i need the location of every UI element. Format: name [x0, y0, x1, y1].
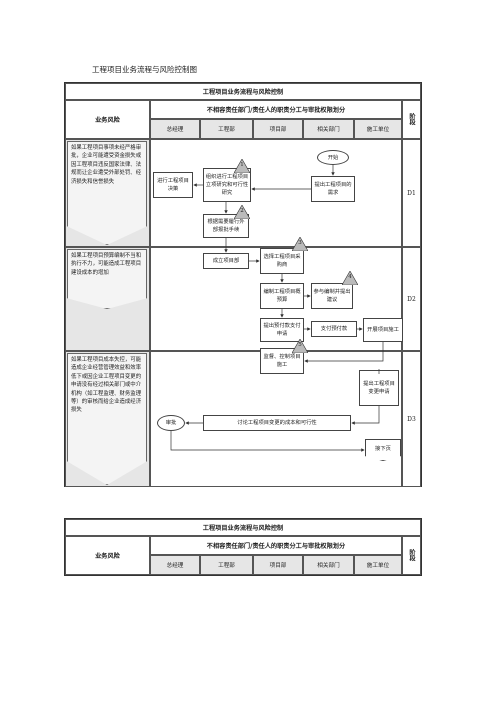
- node-feasibility-study: 组织进行工程项目立项研究和可行性研究: [203, 168, 251, 202]
- risk-flag-3: 3: [291, 236, 309, 252]
- start-node: 开始: [317, 150, 349, 165]
- column-general-manager: 总经理: [150, 119, 200, 139]
- column-project-dept: 项目部: [253, 119, 303, 139]
- table2-stage-header: 阶段: [402, 536, 421, 575]
- document-caption: 工程项目业务流程与风险控制图: [92, 65, 197, 74]
- stage-d2: D2: [402, 247, 421, 351]
- stage-d1: D1: [402, 139, 421, 247]
- node-pay-advance: 支付预付款: [311, 321, 357, 337]
- node-advance-payment-request: 提出预付款支付申请: [260, 318, 304, 342]
- risk-flag-1: 1: [233, 158, 251, 174]
- node-propose-need: 提出工程项目的需求: [311, 176, 355, 202]
- node-approve: 审批: [157, 415, 185, 431]
- risk-flag-2: 2: [233, 204, 251, 220]
- table2-title: 工程项目业务流程与风险控制: [65, 519, 421, 536]
- risk-flag-5-label: 5: [298, 342, 302, 348]
- table2-column-project-dept: 项目部: [253, 555, 303, 575]
- node-assist-budget: 参与编制并提出建议: [311, 283, 353, 309]
- table2-column-contractor: 施工单位: [354, 555, 402, 575]
- table-title: 工程项目业务流程与风险控制: [65, 83, 421, 100]
- risk-flag-4-label: 4: [348, 274, 352, 280]
- table2-column-related-dept: 相关部门: [303, 555, 354, 575]
- node-change-request: 提出工程项目变更申请: [359, 370, 399, 406]
- table2-column-engineering-dept: 工程部: [200, 555, 253, 575]
- risk-text-d1: 如果工程项目事项未经严格审批，企业可能遭受资金损失或因工程项目违反国家法律、法规…: [67, 141, 147, 245]
- risk-flag-1-label: 1: [240, 162, 244, 168]
- stage-d3: D3: [402, 351, 421, 487]
- table2-risk-header: 业务风险: [65, 536, 150, 575]
- flow-area-d1: [150, 139, 402, 247]
- node-discuss-change: 讨论工程项目变更的成本和可行性: [203, 415, 351, 431]
- table2-responsibility-header: 不相容责任部门/责任人的职责分工与审批权限划分: [150, 536, 402, 555]
- table2-column-general-manager: 总经理: [150, 555, 200, 575]
- node-start-construction: 开展项目施工: [363, 318, 403, 342]
- node-set-project-dept: 成立项目部: [203, 253, 249, 269]
- column-related-dept: 相关部门: [303, 119, 354, 139]
- risk-flag-2-label: 2: [240, 208, 244, 214]
- risk-flag-4: 4: [341, 270, 359, 286]
- stage-header: 阶段: [402, 100, 421, 139]
- responsibility-header: 不相容责任部门/责任人的职责分工与审批权限划分: [150, 100, 402, 119]
- risk-flag-5: 5: [291, 338, 309, 354]
- risk-text-d2: 如果工程项目预算编制不当和执行不力，可能造成工程项目建设成本的增加: [67, 249, 147, 309]
- column-engineering-dept: 工程部: [200, 119, 253, 139]
- column-contractor: 施工单位: [354, 119, 402, 139]
- node-budget: 编制工程项目概预算: [260, 283, 304, 309]
- risk-flag-3-label: 3: [298, 240, 302, 246]
- risk-text-d3: 如果工程项目成本失控，可能造成企业经营管理效益和效率低下或因企业工程项目变更的申…: [67, 353, 147, 485]
- risk-header: 业务风险: [65, 100, 150, 139]
- flow-table: 工程项目业务流程与风险控制 业务风险 不相容责任部门/责任人的职责分工与审批权限…: [64, 82, 422, 487]
- flow-table-continued: 工程项目业务流程与风险控制 业务风险 不相容责任部门/责任人的职责分工与审批权限…: [64, 518, 422, 576]
- node-choose-purchaser: 选择工程项目采购商: [260, 248, 304, 274]
- node-next-page: 接下页: [365, 439, 401, 461]
- node-project-decision: 进行工程项目决策: [153, 172, 193, 198]
